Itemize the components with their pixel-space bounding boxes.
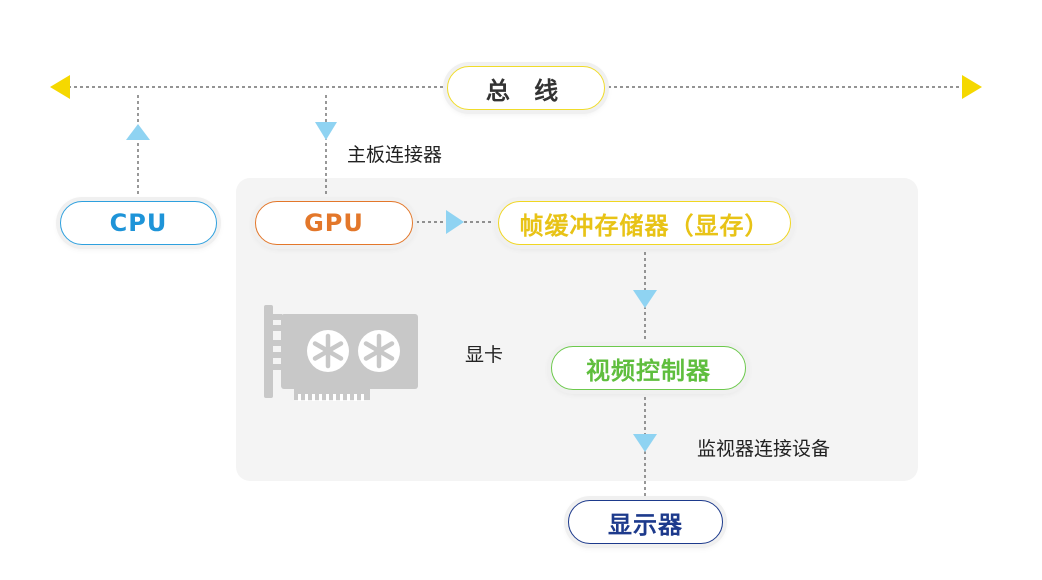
monitor-connector-label: 监视器连接设备: [697, 438, 831, 460]
bus-right-arrow: [962, 75, 982, 99]
graphics-card-icon: [264, 305, 418, 401]
graphics-card-panel: [236, 178, 918, 481]
graphics-card-label: 显卡: [465, 344, 504, 366]
framebuffer-node: 帧缓冲存储器（显存）: [498, 201, 791, 245]
controller-display-arrow: [633, 434, 657, 452]
mainboard-connector-label: 主板连接器: [347, 144, 443, 166]
gpu-down-arrow: [315, 122, 337, 140]
video-controller-node: 视频控制器: [551, 346, 746, 390]
bus-left-arrow: [50, 75, 70, 99]
cpu-node: CPU: [60, 201, 217, 245]
gpu-framebuffer-arrow: [446, 210, 464, 234]
cpu-up-arrow: [126, 124, 150, 140]
framebuffer-controller-arrow: [633, 290, 657, 308]
bus-node: 总 线: [447, 66, 605, 110]
gpu-node: GPU: [255, 201, 413, 245]
display-node: 显示器: [568, 500, 723, 544]
